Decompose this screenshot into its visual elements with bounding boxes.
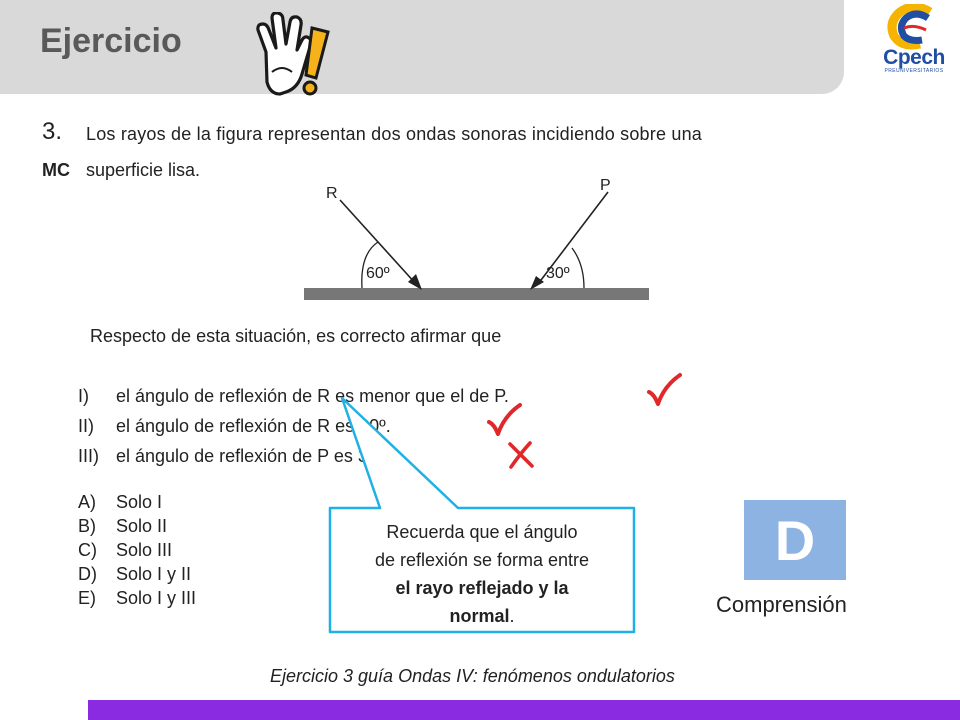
question-intro: Respecto de esta situación, es correcto …: [90, 326, 502, 346]
footer-bar: [88, 700, 960, 720]
option-c[interactable]: C) Solo III: [78, 540, 172, 561]
statement-3: III) el ángulo de reflexión de P es 30º.: [78, 446, 389, 467]
statement-1: I) el ángulo de reflexión de R es menor q…: [78, 386, 509, 407]
option-text: Solo III: [116, 540, 173, 560]
ray-p: [537, 191, 609, 285]
ray-r-label: R: [326, 185, 338, 202]
statement-number: III): [78, 446, 99, 466]
option-a[interactable]: A) Solo I: [78, 492, 162, 513]
logo-emblem: [887, 2, 933, 50]
hint-bold-line-2: normal: [449, 606, 510, 626]
angle-p-label: 30º: [546, 265, 570, 282]
skill-label: Comprensión: [716, 592, 847, 617]
hint-callout: [328, 396, 636, 634]
ray-r-arrowhead: [408, 274, 422, 290]
hint-line-2: de reflexión se forma entre: [374, 550, 590, 570]
cpech-logo: Cpech PREUNIVERSITARIOS: [874, 2, 954, 78]
ray-p-arrowhead: [530, 276, 544, 290]
smooth-surface: [304, 288, 649, 300]
hint-end: .: [509, 606, 515, 626]
logo-subtitle: PREUNIVERSITARIOS: [884, 68, 944, 74]
question-text-line2: superficie lisa.: [86, 160, 201, 180]
option-text: Solo I: [116, 492, 163, 512]
angle-arc-r: [361, 241, 379, 289]
option-d[interactable]: D) Solo I y II: [78, 564, 191, 585]
option-b[interactable]: B) Solo II: [78, 516, 167, 537]
check-icon: [647, 373, 682, 406]
angle-r-label: 60º: [366, 265, 390, 282]
statement-number: II): [78, 416, 94, 436]
statement-number: I): [78, 386, 89, 406]
reflection-figure: R P 60º 30º: [304, 177, 649, 300]
option-text: Solo I y III: [116, 588, 197, 608]
source-caption: Ejercicio 3 guía Ondas IV: fenómenos ond…: [270, 666, 675, 686]
statement-text: el ángulo de reflexión de P es 30º.: [116, 446, 390, 466]
hand-exclamation-icon: [256, 12, 330, 96]
question-type: MC: [42, 160, 70, 180]
check-icon: [487, 403, 522, 436]
question-number: 3.: [42, 118, 63, 145]
option-letter: D): [78, 564, 97, 584]
statement-text: el ángulo de reflexión de R es menor que…: [116, 386, 509, 406]
option-text: Solo I y II: [116, 564, 192, 584]
page-title: Ejercicio: [40, 22, 182, 60]
cross-icon: [508, 441, 534, 469]
header-band: [0, 0, 844, 94]
angle-arc-p: [571, 247, 585, 289]
logo-wordmark: Cpech: [883, 46, 945, 69]
option-letter: E): [78, 588, 96, 608]
question-text-line1: Los rayos de la figura representan dos o…: [86, 124, 702, 144]
option-letter: C): [78, 540, 97, 560]
hint-bold-line-1: el rayo reflejado y la: [395, 578, 569, 598]
ray-p-label: P: [600, 177, 611, 194]
answer-box: D: [744, 500, 846, 580]
hint-line-1: Recuerda que el ángulo: [386, 522, 578, 542]
option-letter: A): [78, 492, 96, 512]
hint-text: Recuerda que el ángulo de reflexión se f…: [330, 518, 634, 630]
option-letter: B): [78, 516, 96, 536]
option-e[interactable]: E) Solo I y III: [78, 588, 196, 609]
statement-2: II) el ángulo de reflexión de R es 30º.: [78, 416, 391, 437]
option-text: Solo II: [116, 516, 168, 536]
statement-text: el ángulo de reflexión de R es 30º.: [116, 416, 391, 436]
